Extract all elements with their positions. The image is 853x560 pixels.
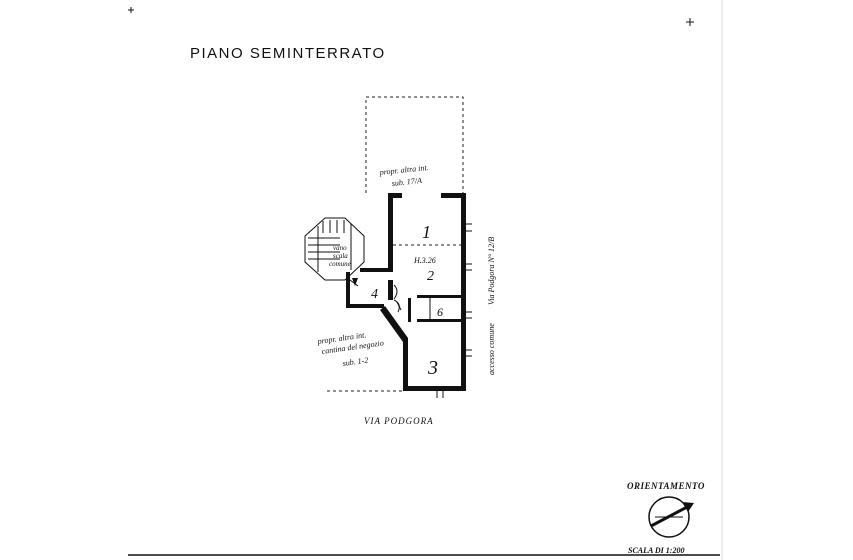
room-4-label: 4 bbox=[371, 287, 378, 302]
main-walls bbox=[346, 193, 466, 391]
lower-note-line3: sub. 1-2 bbox=[342, 355, 369, 368]
adjacent-property-upper: propr. altra int. sub. 17/A bbox=[365, 96, 464, 193]
room-6-label: 6 bbox=[437, 305, 443, 319]
adjacent-property-lower: propr. altra int. cantina del negozio su… bbox=[316, 330, 403, 392]
room-2-label: 2 bbox=[427, 269, 434, 284]
stair-label-line1: vano bbox=[333, 244, 347, 252]
side-street-label: Via Podgora N° 12/B bbox=[487, 237, 496, 305]
stair-label-line3: comune bbox=[329, 260, 351, 268]
scale-label: SCALA DI 1:200 bbox=[628, 546, 684, 555]
stair-label-line2: scala bbox=[333, 252, 348, 260]
side-note-label: accesso comune bbox=[487, 323, 496, 375]
internal-details bbox=[349, 223, 472, 398]
upper-note-line1: propr. altra int. bbox=[378, 163, 429, 177]
room-1-label: 1 bbox=[422, 222, 431, 242]
common-stair: vano scala comune bbox=[304, 217, 365, 281]
north-arrow-icon bbox=[648, 496, 694, 538]
room-labels: 1 H.3.26 2 4 6 3 bbox=[371, 222, 443, 379]
street-label: VIA PODGORA bbox=[364, 416, 434, 426]
sheet-title: PIANO SEMINTERRATO bbox=[190, 45, 386, 62]
upper-note-line2: sub. 17/A bbox=[391, 176, 422, 188]
scan-corner-marks bbox=[128, 0, 723, 560]
ceiling-height-label: H.3.26 bbox=[413, 256, 436, 265]
orientation-label: ORIENTAMENTO bbox=[627, 481, 705, 491]
room-3-label: 3 bbox=[427, 357, 438, 379]
